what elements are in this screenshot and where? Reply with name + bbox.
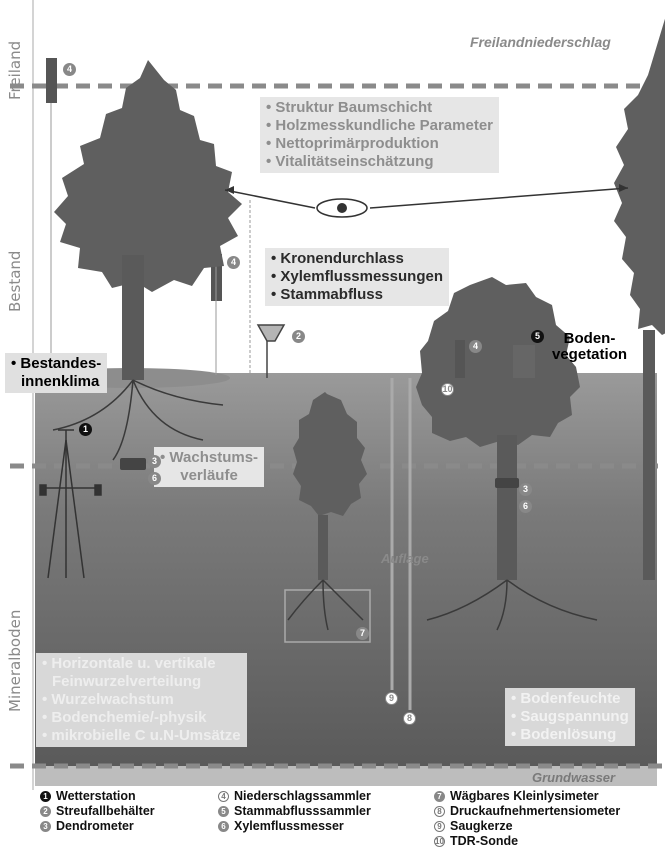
tree-layer-item: • Struktur Baumschicht bbox=[266, 99, 433, 116]
legend-item: 6 Xylemflussmesser bbox=[218, 819, 371, 834]
legend-marker: 3 bbox=[40, 821, 51, 832]
groundwater-band bbox=[35, 766, 657, 786]
broadleaf-tree bbox=[416, 277, 580, 580]
growth-line: verläufe bbox=[180, 467, 238, 484]
legend-text: Niederschlagssammler bbox=[234, 789, 371, 803]
legend-text: TDR-Sonde bbox=[450, 834, 519, 848]
soil-item: • Saugspannung bbox=[511, 708, 629, 725]
badge-1-weather: 1 bbox=[79, 423, 92, 436]
throughfall-item: • Stammabfluss bbox=[271, 286, 383, 303]
stand-climate-line: • Bestandes- bbox=[11, 355, 102, 372]
legend-marker: 6 bbox=[218, 821, 229, 832]
header-grundwasser: Grundwasser bbox=[532, 770, 616, 785]
throughfall-item: • Xylemflussmessungen bbox=[271, 268, 443, 285]
root-item: • mikrobielle C u.N-Umsätze bbox=[42, 727, 241, 744]
zone-label-bestand: Bestand bbox=[6, 250, 24, 312]
legend-item: 2 Streufallbehälter bbox=[40, 804, 155, 819]
throughfall-item: • Kronendurchlass bbox=[271, 250, 404, 267]
zone-label-mineralboden: Mineralboden bbox=[6, 609, 24, 712]
small-tree bbox=[293, 392, 367, 580]
ground-vegetation-line: Boden- bbox=[563, 330, 616, 347]
stand-climate-line: innenklima bbox=[21, 373, 100, 390]
legend-item: 1 Wetterstation bbox=[40, 789, 155, 804]
legend-col2: 4 Niederschlagssammler 5 Stammabflusssamml… bbox=[218, 789, 371, 834]
ground-vegetation-line: vegetation bbox=[552, 346, 628, 363]
root-item: • Horizontale u. vertikale bbox=[42, 655, 216, 672]
root-item: Feinwurzelverteilung bbox=[52, 673, 202, 690]
legend-marker: 9 bbox=[434, 821, 445, 832]
legend-text: Saugkerze bbox=[450, 819, 513, 833]
legend-marker: 10 bbox=[434, 836, 445, 847]
badge-4-freiland: 4 bbox=[63, 63, 76, 76]
stemflow-collector bbox=[513, 345, 535, 378]
stand-climate-box: • Bestandes- innenklima bbox=[5, 353, 108, 393]
legend-text: Xylemflussmesser bbox=[234, 819, 344, 833]
left-conifer-tree bbox=[54, 60, 242, 470]
soil-measurement-box: • Bodenfeuchte • Saugspannung • Bodenlös… bbox=[505, 688, 635, 746]
badge-7-lysimeter: 7 bbox=[356, 627, 369, 640]
legend-col1: 1 Wetterstation 2 Streufallbehälter 3 Dendr… bbox=[40, 789, 155, 834]
badge-4-bestand: 4 bbox=[227, 256, 240, 269]
eye-assessment bbox=[224, 184, 629, 218]
growth-line: • Wachstums- bbox=[160, 449, 259, 466]
zone-label-freiland: Freiland bbox=[6, 40, 24, 100]
soil-item: • Bodenlösung bbox=[511, 726, 617, 743]
header-freilandniederschlag: Freilandniederschlag bbox=[470, 34, 611, 50]
root-box: • Horizontale u. vertikale Feinwurzelver… bbox=[36, 653, 247, 747]
precipitation-collector-freiland bbox=[46, 58, 57, 103]
legend-text: Druckaufnehmertensiometer bbox=[450, 804, 621, 818]
badge-4-right: 4 bbox=[469, 340, 482, 353]
badge-8-tensiometer: 8 bbox=[403, 712, 416, 725]
legend-marker: 8 bbox=[434, 806, 445, 817]
legend-item: 7 Wägbares Kleinlysimeter bbox=[434, 789, 620, 804]
throughfall-box: • Kronendurchlass • Xylemflussmessungen … bbox=[265, 248, 449, 306]
legend-item: 10 TDR-Sonde bbox=[434, 834, 620, 849]
legend-item: 4 Niederschlagssammler bbox=[218, 789, 371, 804]
litter-trap bbox=[256, 324, 286, 378]
badge-9-suction: 9 bbox=[385, 692, 398, 705]
legend-text: Streufallbehälter bbox=[56, 804, 155, 818]
legend-item: 9 Saugkerze bbox=[434, 819, 620, 834]
tree-layer-box: • Struktur Baumschicht • Holzmesskundlic… bbox=[260, 97, 500, 173]
tree-layer-item: • Vitalitätseinschätzung bbox=[266, 153, 434, 170]
legend-marker: 4 bbox=[218, 791, 229, 802]
header-auflage: Auflage bbox=[381, 551, 429, 566]
legend-text: Dendrometer bbox=[56, 819, 134, 833]
legend-marker: 7 bbox=[434, 791, 445, 802]
legend-text: Stammabflusssammler bbox=[234, 804, 371, 818]
legend-text: Wägbares Kleinlysimeter bbox=[450, 789, 599, 803]
tree-layer-item: • Nettoprimärproduktion bbox=[266, 135, 439, 152]
root-item: • Bodenchemie/-physik bbox=[42, 709, 207, 726]
lysimeter-box bbox=[284, 589, 371, 643]
tree-layer-item: • Holzmesskundliche Parameter bbox=[266, 117, 494, 134]
legend-item: 5 Stammabflusssammler bbox=[218, 804, 371, 819]
growth-box: • Wachstums- verläufe bbox=[154, 447, 265, 487]
roots bbox=[52, 379, 598, 631]
legend-item: 3 Dendrometer bbox=[40, 819, 155, 834]
weather-station bbox=[39, 429, 102, 579]
badge-3-right: 3 bbox=[519, 483, 532, 496]
badge-5-stemflow: 5 bbox=[531, 330, 544, 343]
legend-marker: 5 bbox=[218, 806, 229, 817]
badge-2-litter: 2 bbox=[292, 330, 305, 343]
legend-text: Wetterstation bbox=[56, 789, 136, 803]
legend-marker: 2 bbox=[40, 806, 51, 817]
badge-10-tdr: 10 bbox=[441, 383, 454, 396]
badge-3-left: 3 bbox=[148, 455, 161, 468]
right-conifer-tree bbox=[614, 18, 665, 580]
soil-item: • Bodenfeuchte bbox=[511, 690, 621, 707]
collector-right bbox=[455, 340, 465, 378]
legend-col3: 7 Wägbares Kleinlysimeter 8 Druckaufnehmer… bbox=[434, 789, 620, 849]
root-item: • Wurzelwachstum bbox=[42, 691, 174, 708]
legend-item: 8 Druckaufnehmertensiometer bbox=[434, 804, 620, 819]
ground-vegetation-label: Boden- vegetation bbox=[552, 331, 627, 363]
badge-6-left: 6 bbox=[148, 472, 161, 485]
legend-marker: 1 bbox=[40, 791, 51, 802]
badge-6-right: 6 bbox=[519, 500, 532, 513]
